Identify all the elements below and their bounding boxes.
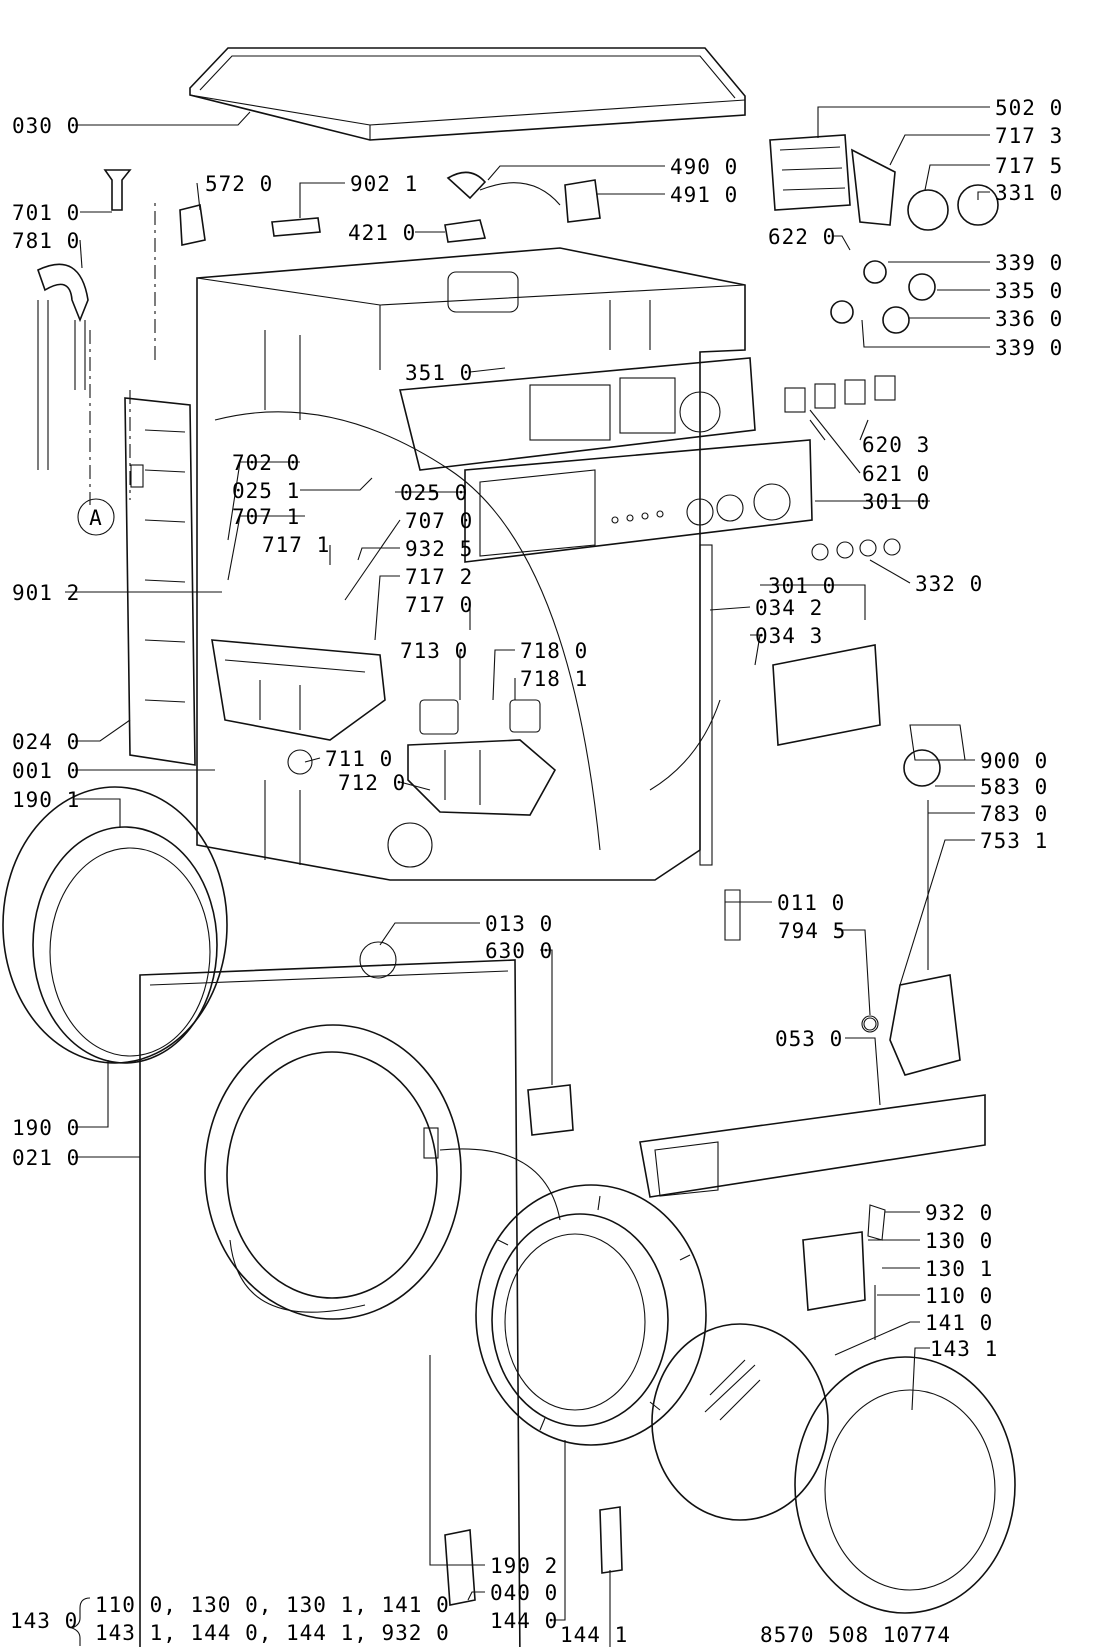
callout-label: 025 1 <box>232 479 300 503</box>
document-number: 8570 508 10774 <box>760 1623 951 1647</box>
callout-label: 711 0 <box>325 747 393 771</box>
callout-label: 034 3 <box>755 624 823 648</box>
callout-label: 024 0 <box>12 730 80 754</box>
callout-label: 013 0 <box>485 912 553 936</box>
callout-label: 718 1 <box>520 667 588 691</box>
callout-label: 583 0 <box>980 775 1048 799</box>
callout-label: 034 2 <box>755 596 823 620</box>
callout-label: 144 1 <box>560 1623 628 1647</box>
callout-label: 144 0 <box>490 1609 558 1633</box>
callout-label: 620 3 <box>862 433 930 457</box>
door-glass-drawing <box>651 1323 1016 1614</box>
callout-label: 421 0 <box>348 221 416 245</box>
callout-label: 717 2 <box>405 565 473 589</box>
callout-label: 336 0 <box>995 307 1063 331</box>
callout-label: 702 0 <box>232 451 300 475</box>
callout-label: 932 0 <box>925 1201 993 1225</box>
kit-listing: 143 0 110 0, 130 0, 130 1, 141 0 143 1, … <box>10 1593 450 1646</box>
callout-label: 572 0 <box>205 172 273 196</box>
callout-label: 717 0 <box>405 593 473 617</box>
kick-panel-drawing <box>639 1094 986 1198</box>
callout-label: 301 0 <box>862 490 930 514</box>
callout-label: 630 0 <box>485 939 553 963</box>
callout-label: 783 0 <box>980 802 1048 826</box>
callout-label: 622 0 <box>768 225 836 249</box>
callout-label: 190 2 <box>490 1554 558 1578</box>
callout-label: 717 5 <box>995 154 1063 178</box>
callout-label: 339 0 <box>995 336 1063 360</box>
callout-label: 040 0 <box>490 1581 558 1605</box>
callout-labels: 030 0 701 0 781 0 572 0 902 1 421 0 490 … <box>12 96 1063 1633</box>
callout-label: 707 0 <box>405 509 473 533</box>
callout-label: 331 0 <box>995 181 1063 205</box>
right-side-parts-drawing <box>699 134 999 1076</box>
callout-label: 190 0 <box>12 1116 80 1140</box>
callout-label: 707 1 <box>232 505 300 529</box>
kit-line-2: 143 1, 144 0, 144 1, 932 0 <box>95 1621 450 1645</box>
kit-brace <box>70 1597 91 1646</box>
door-seal-drawing <box>2 786 228 1064</box>
top-small-parts-drawing <box>37 169 601 470</box>
callout-label: 794 5 <box>778 919 846 943</box>
callout-label: 502 0 <box>995 96 1063 120</box>
callout-label: 900 0 <box>980 749 1048 773</box>
top-cover-drawing <box>189 47 746 141</box>
circle-marker-a: A <box>77 498 115 536</box>
cabinet-drawing <box>196 247 746 881</box>
callout-label: 021 0 <box>12 1146 80 1170</box>
callout-label: 901 2 <box>12 581 80 605</box>
callout-label: 130 0 <box>925 1229 993 1253</box>
callout-label: 718 0 <box>520 639 588 663</box>
callout-label: 339 0 <box>995 251 1063 275</box>
callout-label: 190 1 <box>12 788 80 812</box>
callout-label: 701 0 <box>12 201 80 225</box>
callout-label: 130 1 <box>925 1257 993 1281</box>
rear-panel-drawing <box>124 397 196 766</box>
control-panel-frame-drawing <box>398 357 756 471</box>
hinge-handle-parts-drawing <box>359 941 886 1606</box>
callout-label: 025 0 <box>400 481 468 505</box>
callout-label: 621 0 <box>862 462 930 486</box>
callout-label: 351 0 <box>405 361 473 385</box>
callout-label: 491 0 <box>670 183 738 207</box>
callout-label: 332 0 <box>915 572 983 596</box>
callout-label: 141 0 <box>925 1311 993 1335</box>
circle-marker-a-label: A <box>89 506 103 530</box>
front-control-panel-drawing <box>464 439 813 563</box>
door-frame-drawing <box>475 1184 707 1446</box>
front-panel-drawing <box>139 959 561 1647</box>
callout-label: 011 0 <box>777 891 845 915</box>
kit-line-1: 110 0, 130 0, 130 1, 141 0 <box>95 1593 450 1617</box>
callout-label: 143 1 <box>930 1337 998 1361</box>
callout-label: 301 0 <box>768 574 836 598</box>
callout-label: 490 0 <box>670 155 738 179</box>
callout-label: 902 1 <box>350 172 418 196</box>
callout-label: 717 1 <box>262 533 330 557</box>
callout-label: 030 0 <box>12 114 80 138</box>
callout-label: 717 3 <box>995 124 1063 148</box>
section-boundary-line <box>89 200 156 505</box>
callout-label: 001 0 <box>12 759 80 783</box>
leader-lines <box>65 106 990 1647</box>
callout-label: 053 0 <box>775 1027 843 1051</box>
callout-label: 781 0 <box>12 229 80 253</box>
callout-label: 713 0 <box>400 639 468 663</box>
callout-label: 712 0 <box>338 771 406 795</box>
callout-label: 753 1 <box>980 829 1048 853</box>
callout-label: 110 0 <box>925 1284 993 1308</box>
dispenser-drawing <box>211 639 557 816</box>
callout-label: 932 5 <box>405 537 473 561</box>
kit-label: 143 0 <box>10 1609 78 1633</box>
callout-label: 335 0 <box>995 279 1063 303</box>
